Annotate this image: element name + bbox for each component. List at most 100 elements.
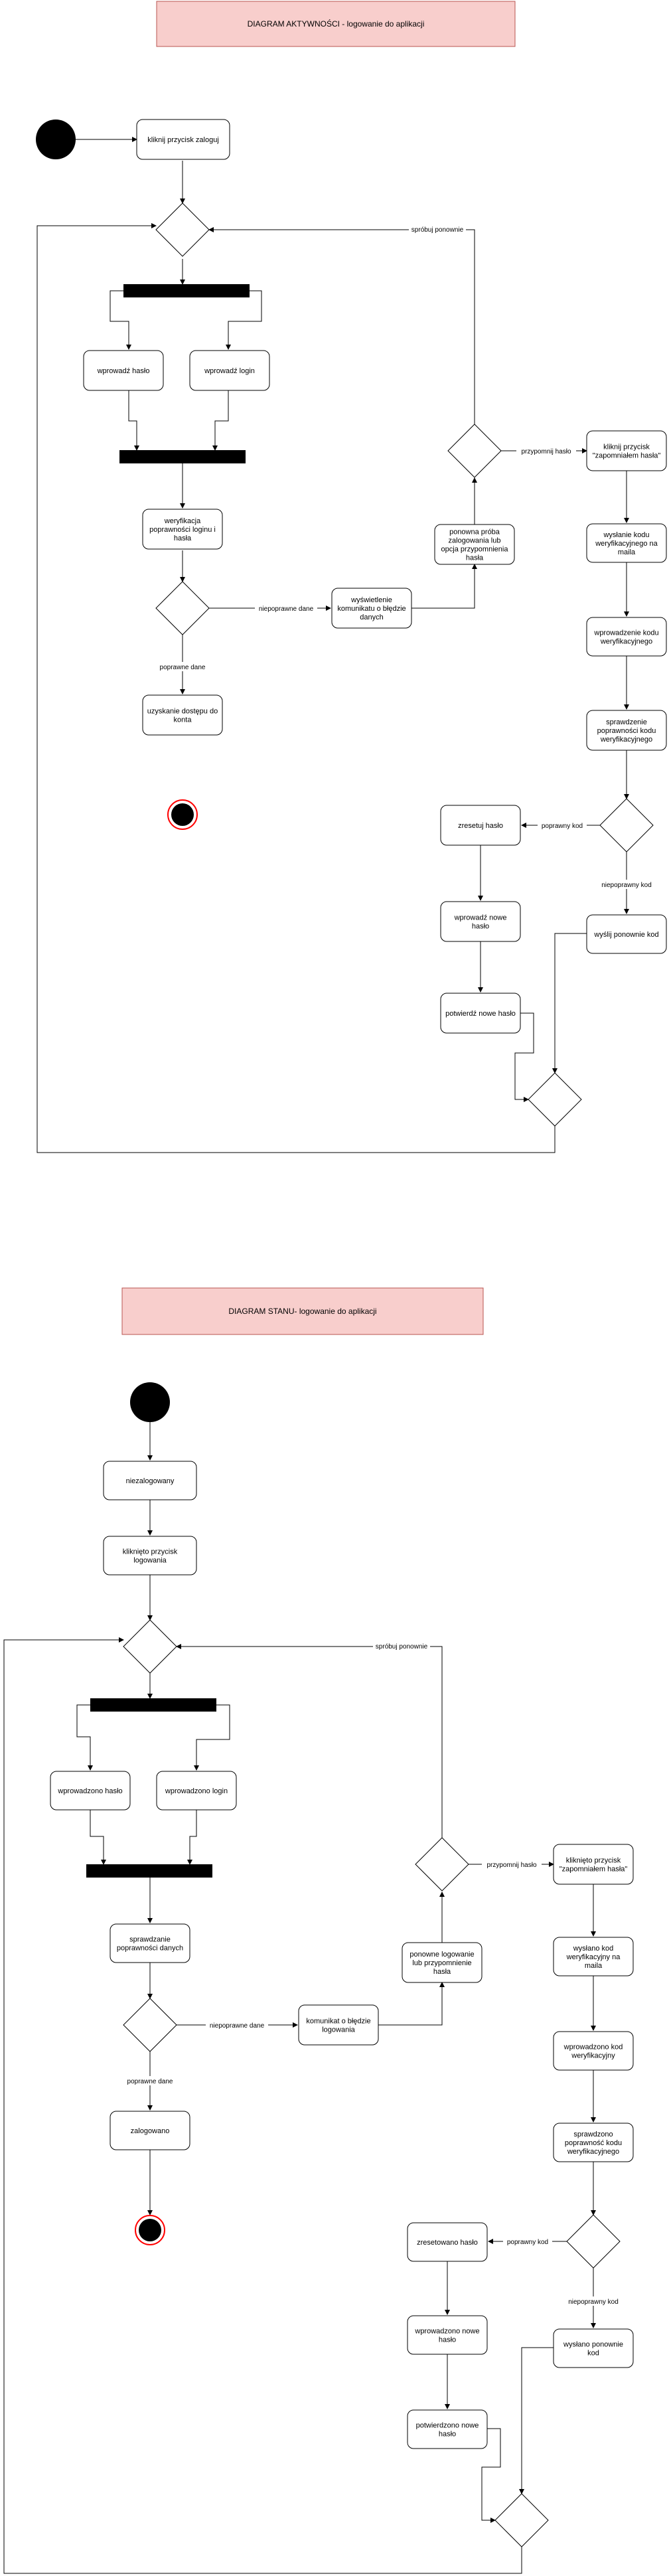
edge-label-remind: przypomnij hasło bbox=[521, 448, 571, 455]
state-edge-label-code-bad: niepoprawny kod bbox=[568, 2298, 619, 2306]
state-title-box: DIAGRAM STANU- logowanie do aplikacji bbox=[121, 1287, 484, 1335]
svg-text:zresetowano hasło: zresetowano hasło bbox=[417, 2239, 478, 2247]
edge-label-code-bad: niepoprawny kod bbox=[601, 882, 652, 889]
svg-text:wprowadzono login: wprowadzono login bbox=[165, 1787, 228, 1795]
state-fork-bar bbox=[90, 1698, 216, 1712]
state-edge-labels: spróbuj ponownie przypomnij hasło niepop… bbox=[123, 1641, 623, 2306]
node-resend-code: wyślij ponownie kod bbox=[586, 914, 667, 954]
svg-text:wprowadź hasło: wprowadź hasło bbox=[97, 367, 150, 375]
state-decision-remind bbox=[415, 1837, 469, 1892]
edge-label-retry: spróbuj ponownie bbox=[411, 226, 464, 234]
activity-diagram: DIAGRAM AKTYWNOŚCI - logowanie do aplika… bbox=[36, 1, 667, 1153]
state-title: DIAGRAM STANU- logowanie do aplikacji bbox=[228, 1307, 376, 1316]
svg-text:zalogowano: zalogowano bbox=[131, 2127, 170, 2135]
state-password-reset: zresetowano hasło bbox=[407, 2222, 488, 2262]
state-entered-login: wprowadzono login bbox=[156, 1771, 237, 1811]
svg-text:kliknij przycisk zaloguj: kliknij przycisk zaloguj bbox=[147, 136, 219, 144]
state-edge-label-code-ok: poprawny kod bbox=[507, 2239, 548, 2246]
state-decision-retry bbox=[123, 1619, 177, 1674]
state-edge-label-wrong-data: niepoprawne dane bbox=[210, 2022, 265, 2030]
edge-label-correct-data: poprawne dane bbox=[160, 664, 206, 671]
state-decision-merge bbox=[494, 2493, 549, 2547]
activity-join-bar bbox=[119, 450, 246, 463]
state-diagram: DIAGRAM STANU- logowanie do aplikacji bbox=[3, 1287, 634, 2574]
svg-text:wprowadź login: wprowadź login bbox=[204, 367, 255, 375]
activity-end-node bbox=[167, 799, 198, 830]
state-decision-credentials bbox=[123, 1998, 177, 2052]
svg-text:kliknięto przycisk"zapomniałem: kliknięto przycisk"zapomniałem hasła" bbox=[559, 1857, 628, 1874]
svg-text:zresetuj hasło: zresetuj hasło bbox=[458, 822, 503, 830]
state-end-node bbox=[135, 2215, 165, 2245]
state-edge-label-correct-data: poprawne dane bbox=[127, 2078, 173, 2085]
activity-title-box: DIAGRAM AKTYWNOŚCI - logowanie do aplika… bbox=[156, 1, 516, 47]
state-edge-label-remind: przypomnij hasło bbox=[486, 1862, 536, 1869]
activity-start-node bbox=[36, 120, 76, 159]
activity-decision-remind bbox=[447, 424, 502, 478]
node-confirm-password: potwierdź nowe hasło bbox=[440, 993, 521, 1034]
state-entered-password: wprowadzono hasło bbox=[50, 1771, 131, 1811]
node-click-login: kliknij przycisk zaloguj bbox=[136, 119, 230, 160]
state-logged-out: niezalogowany bbox=[103, 1461, 197, 1500]
svg-text:wyślij ponownie kod: wyślij ponownie kod bbox=[593, 931, 658, 939]
node-reset-password: zresetuj hasło bbox=[440, 805, 521, 846]
activity-decision-credentials bbox=[155, 581, 210, 635]
edge-label-code-ok: poprawny kod bbox=[542, 823, 583, 830]
activity-decision-code bbox=[599, 798, 654, 852]
activity-decision-merge bbox=[528, 1072, 582, 1127]
svg-text:wprowadzono hasło: wprowadzono hasło bbox=[57, 1787, 122, 1795]
state-join-bar bbox=[86, 1864, 212, 1878]
svg-text:niezalogowany: niezalogowany bbox=[126, 1477, 175, 1485]
svg-text:potwierdź nowe hasło: potwierdź nowe hasło bbox=[445, 1010, 516, 1018]
svg-text:kliknij przycisk"zapomniałem h: kliknij przycisk"zapomniałem hasła" bbox=[593, 443, 661, 460]
state-edge-label-retry: spróbuj ponownie bbox=[376, 1643, 428, 1650]
state-start-node bbox=[130, 1382, 170, 1422]
activity-decision-retry bbox=[155, 202, 210, 257]
state-decision-code bbox=[566, 2214, 621, 2269]
state-edges bbox=[3, 1422, 596, 2574]
state-forgot-password: kliknięto przycisk"zapomniałem hasła" bbox=[553, 1844, 634, 1885]
node-forgot-password: kliknij przycisk"zapomniałem hasła" bbox=[586, 430, 667, 471]
activity-edge-labels: spróbuj ponownie przypomnij hasło niepop… bbox=[155, 224, 656, 889]
node-enter-login: wprowadź login bbox=[189, 350, 270, 391]
activity-title: DIAGRAM AKTYWNOŚCI - logowanie do aplika… bbox=[248, 19, 425, 29]
activity-fork-bar bbox=[123, 284, 250, 297]
state-logged-in: zalogowano bbox=[110, 2111, 190, 2150]
edge-label-wrong-data: niepoprawne dane bbox=[259, 605, 314, 613]
node-enter-password: wprowadź hasło bbox=[83, 350, 164, 391]
